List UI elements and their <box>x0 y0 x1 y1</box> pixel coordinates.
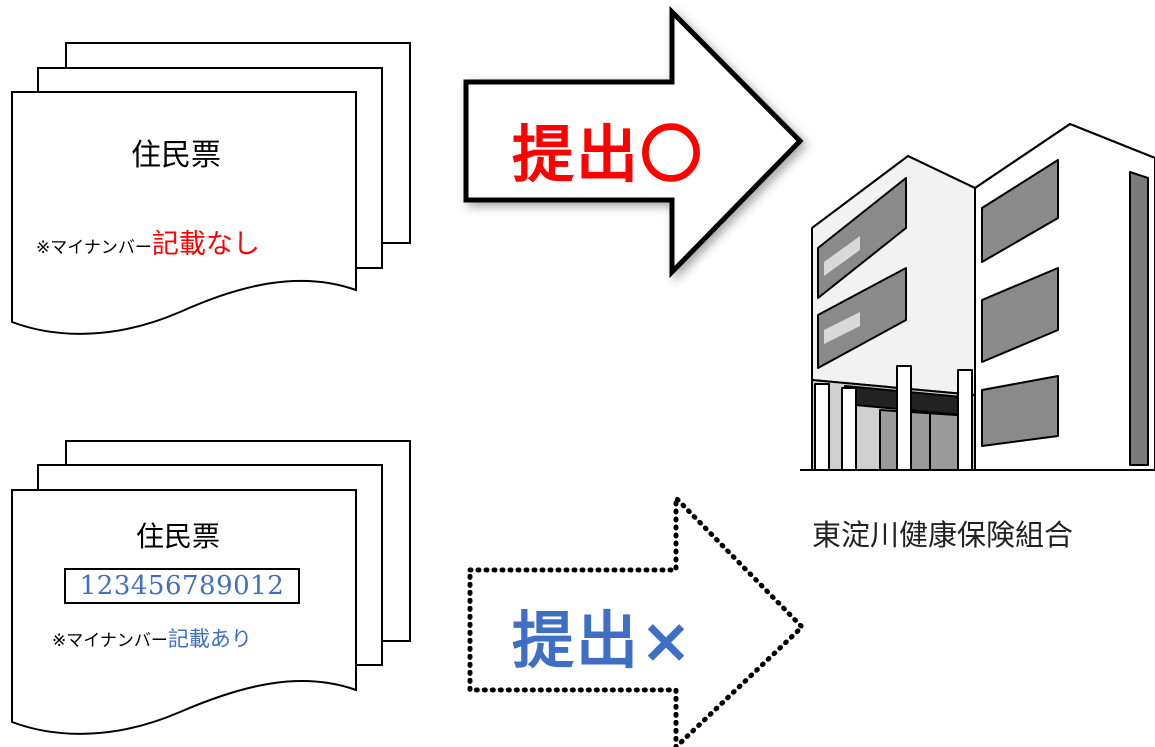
note-highlight-red: 記載なし <box>151 229 260 260</box>
document-sheet-front <box>11 489 357 735</box>
document-sheet-front <box>11 91 357 335</box>
document-title-top: 住民票 <box>131 138 221 173</box>
note-highlight-blue: 記載あり <box>167 627 252 651</box>
document-note-bottom: ※マイナンバー記載あり <box>52 623 252 653</box>
note-prefix: ※マイナンバー <box>52 631 168 651</box>
document-note-top: ※マイナンバー記載なし <box>36 222 260 261</box>
my-number-box: 123456789012 <box>64 568 300 604</box>
submit-ok-label: 提出〇 <box>512 118 705 191</box>
document-title-bottom: 住民票 <box>136 520 221 553</box>
note-prefix: ※マイナンバー <box>36 238 152 258</box>
submit-ng-label: 提出× <box>512 604 694 677</box>
organization-name: 東淀川健康保険組合 <box>812 518 1074 552</box>
